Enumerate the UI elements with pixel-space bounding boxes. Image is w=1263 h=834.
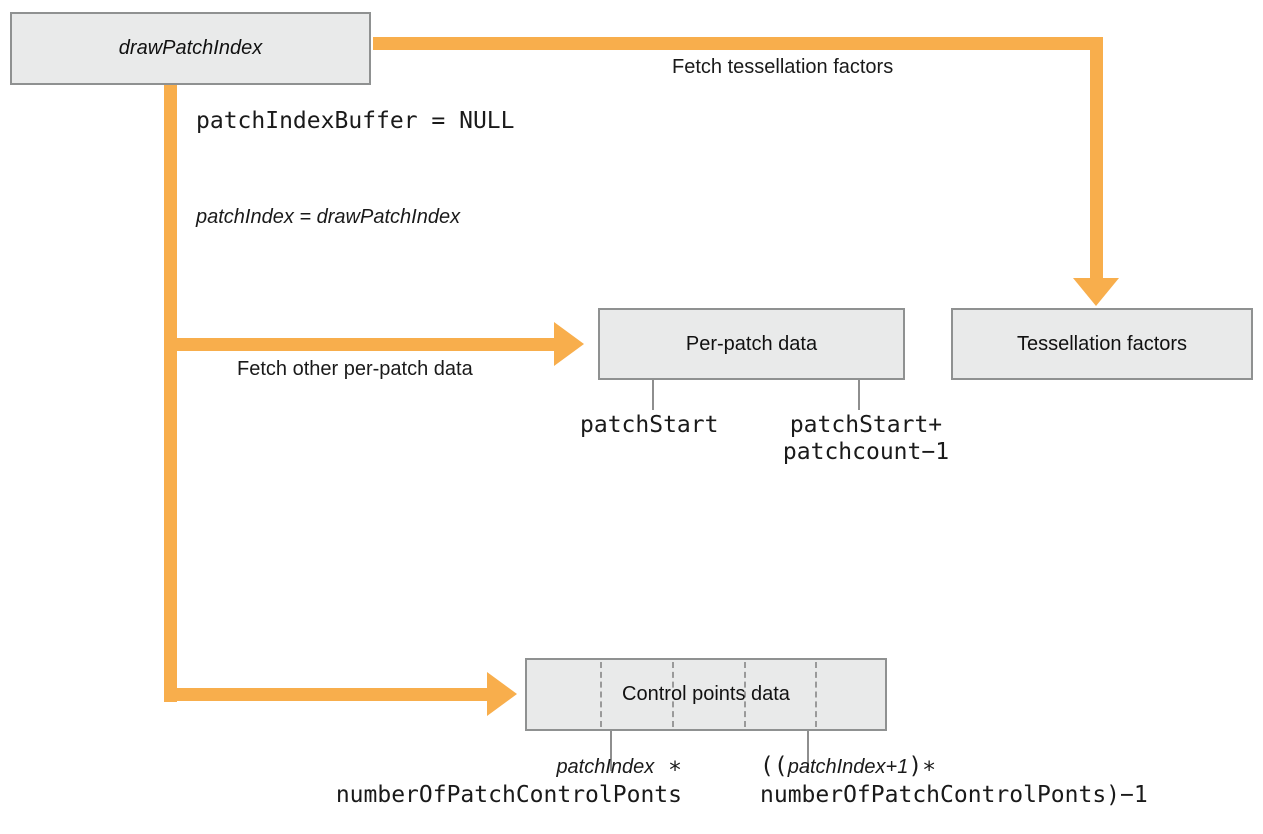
annotation-control-points-start: patchIndex ∗ numberOfPatchControlPonts	[312, 753, 682, 809]
edge-fetch-per-patch-horizontal	[164, 338, 554, 351]
node-label-per-patch-data: Per-patch data	[685, 332, 818, 355]
annotation-control-points-end: ((patchIndex+1)∗ numberOfPatchControlPon…	[760, 753, 1148, 809]
annotation-patch-end-line1: patchStart+	[789, 412, 943, 438]
arrowhead-right-icon	[554, 322, 584, 366]
range-tick	[610, 731, 612, 771]
cp-end-prefix: ((	[760, 753, 788, 779]
annotation-cp-start-line1: patchIndex ∗	[312, 753, 682, 782]
annotation-cp-start-line2: numberOfPatchControlPonts	[335, 782, 682, 808]
edge-control-points-horizontal	[164, 688, 487, 701]
node-label-control-points-data: Control points data	[622, 683, 790, 705]
arrowhead-down-icon	[1073, 278, 1119, 306]
edge-label-fetch-per-patch: Fetch other per-patch data	[237, 358, 473, 380]
edge-label-fetch-tessellation: Fetch tessellation factors	[672, 56, 894, 78]
range-tick	[858, 380, 860, 410]
edge-fetch-tessellation-vertical	[1090, 37, 1103, 278]
node-draw-patch-index: drawPatchIndex	[10, 12, 371, 85]
annotation-patch-end: patchStart+ patchcount−1	[781, 412, 951, 466]
annotation-patch-index-buffer: patchIndexBuffer = NULL	[196, 108, 515, 134]
segment-divider	[815, 662, 817, 727]
node-label-tessellation-factors: Tessellation factors	[1016, 332, 1188, 355]
annotation-patch-index-equals: patchIndex = drawPatchIndex	[196, 206, 461, 228]
segment-divider	[600, 662, 602, 727]
arrowhead-right-icon	[487, 672, 517, 716]
segment-divider	[672, 662, 674, 727]
annotation-patch-end-line2: patchcount−1	[782, 439, 950, 465]
cp-end-suffix: )∗	[908, 753, 937, 779]
node-label-draw-patch-index: drawPatchIndex	[118, 37, 263, 59]
cp-start-operator: ∗	[654, 753, 682, 779]
edge-fetch-tessellation-horizontal	[373, 37, 1103, 50]
annotation-cp-end-line2: numberOfPatchControlPonts)−1	[760, 782, 1148, 808]
edge-main-vertical	[164, 85, 177, 702]
segment-divider	[744, 662, 746, 727]
cp-start-italic: patchIndex	[556, 756, 655, 778]
node-per-patch-data: Per-patch data	[598, 308, 905, 380]
cp-end-italic: patchIndex+1	[787, 756, 909, 778]
annotation-patch-start: patchStart	[580, 412, 719, 438]
annotation-cp-end-line1: ((patchIndex+1)∗	[760, 753, 1148, 782]
range-tick	[652, 380, 654, 410]
range-tick	[807, 731, 809, 771]
node-control-points-data: Control points data	[525, 658, 887, 731]
node-tessellation-factors: Tessellation factors	[951, 308, 1253, 380]
